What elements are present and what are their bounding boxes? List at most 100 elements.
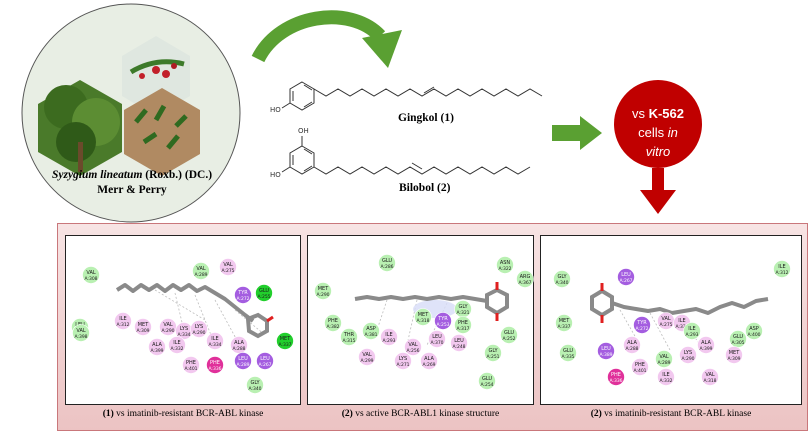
residue-number: A:286 bbox=[380, 264, 393, 270]
panel-2-residues: GLUA:286ASNA:322ARGA:367META:290PHEA:382… bbox=[314, 254, 534, 390]
residue-number: A:290 bbox=[161, 328, 174, 334]
residue-circle bbox=[206, 332, 224, 350]
residue-number: A:252 bbox=[502, 336, 515, 342]
target-cell-line: K-562 bbox=[648, 106, 685, 121]
residue-circle bbox=[607, 368, 625, 386]
target-vitro: vitro bbox=[645, 144, 671, 159]
residue-name: ALA bbox=[152, 342, 162, 348]
residue-name: ILE bbox=[119, 316, 126, 322]
gingkol-alkyl-chain bbox=[313, 88, 543, 97]
residue-circle bbox=[657, 368, 675, 386]
residue-circle bbox=[679, 346, 697, 364]
residue-name: LYS bbox=[180, 326, 188, 332]
residue-number: A:290 bbox=[316, 292, 329, 298]
residue-circle bbox=[190, 320, 208, 338]
residue-name: PHE bbox=[458, 320, 468, 326]
residue-circle bbox=[246, 376, 264, 394]
residue-name: ASP bbox=[366, 326, 376, 332]
residue-number: A:335 bbox=[561, 354, 574, 360]
residue-name: LEU bbox=[601, 346, 611, 352]
residue-name: GLY bbox=[557, 274, 567, 280]
residue-circle bbox=[725, 346, 743, 364]
residue-name: GLU bbox=[482, 376, 492, 382]
caption-1-text: vs imatinib-resistant BCR-ABL kinase bbox=[113, 409, 264, 419]
residue-number: A:317 bbox=[456, 326, 469, 332]
residue-name: ILE bbox=[211, 336, 218, 342]
residue-number: A:248 bbox=[452, 344, 465, 350]
residue-name: ARG bbox=[520, 274, 531, 280]
residue-circle bbox=[434, 312, 452, 330]
residue-circle bbox=[697, 336, 715, 354]
residue-number: A:251 bbox=[486, 354, 499, 360]
residue-number: A:290 bbox=[681, 356, 694, 362]
residue-circle bbox=[478, 372, 496, 390]
residue-name: MET bbox=[138, 322, 149, 328]
residue-name: GLU bbox=[733, 334, 743, 340]
residue-name: MET bbox=[280, 336, 291, 342]
residue-number: A:401 bbox=[633, 368, 646, 374]
residue-circle bbox=[256, 352, 274, 370]
residue-name: GLY bbox=[458, 304, 468, 310]
residue-name: MET bbox=[318, 286, 329, 292]
residue-circle bbox=[633, 316, 651, 334]
residue-number: A:289 bbox=[236, 362, 249, 368]
residue-name: GLU bbox=[259, 288, 269, 294]
residue-number: A:272 bbox=[635, 326, 648, 332]
residue-circle bbox=[496, 256, 514, 274]
residue-number: A:340 bbox=[248, 386, 261, 392]
residue-name: ILE bbox=[688, 326, 695, 332]
residue-name: LYS bbox=[684, 350, 692, 356]
residue-number: A:400 bbox=[747, 332, 760, 338]
residue-number: A:309 bbox=[727, 356, 740, 362]
residue-circle bbox=[745, 322, 763, 340]
residue-number: A:337 bbox=[278, 342, 291, 348]
residue-circle bbox=[168, 336, 186, 354]
residue-circle bbox=[378, 254, 396, 272]
residue-circle bbox=[597, 342, 615, 360]
residue-number: A:370 bbox=[430, 340, 443, 346]
residue-name: VAL bbox=[196, 266, 206, 272]
residue-number: A:272 bbox=[236, 296, 249, 302]
residue-number: A:254 bbox=[480, 382, 493, 388]
plant-authority-line2: Merr & Perry bbox=[97, 184, 167, 196]
tree-photo bbox=[38, 80, 122, 176]
residue-name: VAL bbox=[659, 354, 669, 360]
residue-circle bbox=[255, 284, 273, 302]
residue-circle bbox=[324, 314, 342, 332]
residue-circle bbox=[683, 322, 701, 340]
residue-circle bbox=[114, 312, 132, 330]
residue-circle bbox=[72, 324, 90, 342]
residue-circle bbox=[623, 336, 641, 354]
residue-name: LEU bbox=[260, 356, 270, 362]
residue-name: ILE bbox=[385, 332, 392, 338]
